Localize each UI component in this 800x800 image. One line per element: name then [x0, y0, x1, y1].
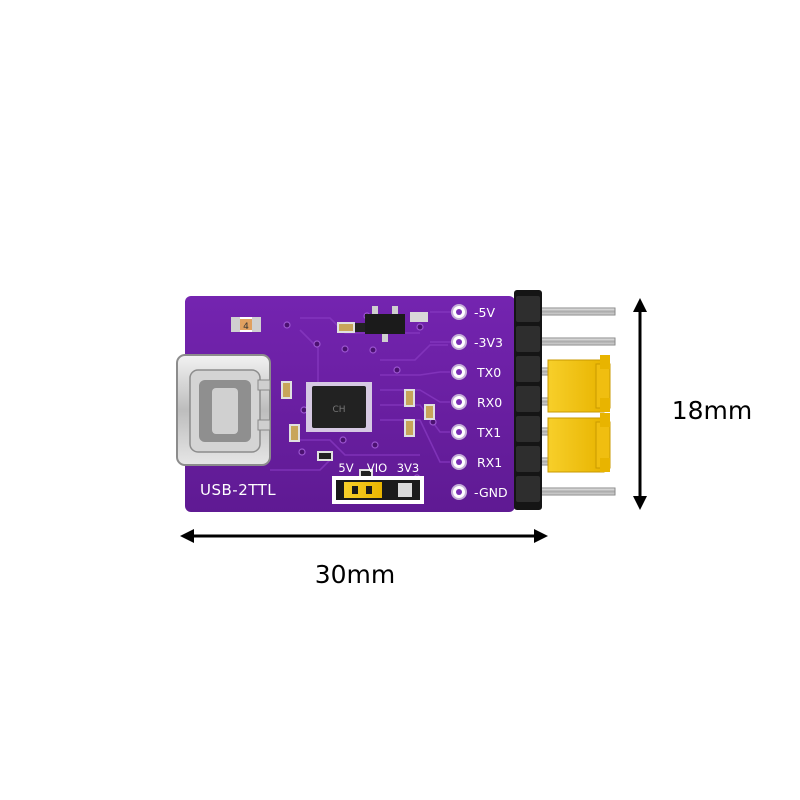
- usb-c-connector: [176, 354, 271, 466]
- pin-label-tx0: TX0: [476, 365, 501, 380]
- smd-components: [281, 322, 435, 479]
- pin-label-rx1: RX1: [477, 455, 502, 470]
- width-dimension-label: 30mm: [315, 560, 396, 589]
- voltage-label-vio: VIO: [367, 461, 387, 475]
- pin-label-rx0: RX0: [477, 395, 502, 410]
- pin-label-gnd: -GND: [474, 485, 508, 500]
- pin-label-tx1: TX1: [476, 425, 501, 440]
- pin-pads: [451, 304, 467, 500]
- voltage-label-3v3: 3V3: [397, 461, 420, 475]
- height-dimension-arrow: [633, 298, 647, 510]
- pin-header: [514, 290, 616, 510]
- led-marking: 4: [243, 322, 249, 332]
- pin-label-5v: -5V: [474, 305, 495, 320]
- voltage-label-5v: 5V: [338, 461, 353, 475]
- width-dimension-arrow: [180, 529, 548, 543]
- jumper-tx-rx-0[interactable]: [547, 355, 611, 413]
- chip-marking: CH: [332, 405, 345, 415]
- pin-label-3v3: -3V3: [474, 335, 503, 350]
- board-label: USB-2TTL: [200, 481, 276, 499]
- voltage-select-jumper[interactable]: [332, 476, 424, 504]
- height-dimension-label: 18mm: [672, 396, 753, 425]
- status-led: 4: [231, 317, 261, 332]
- jumper-tx-rx-1[interactable]: [547, 413, 611, 473]
- transistor-chip: [365, 306, 428, 342]
- usb-uart-chip: CH: [306, 382, 372, 432]
